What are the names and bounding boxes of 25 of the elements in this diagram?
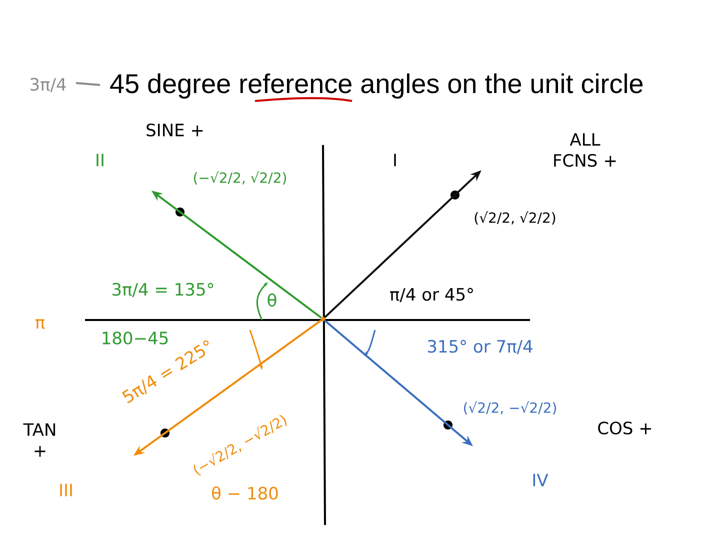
label: II — [96, 154, 104, 166]
point-dot — [443, 420, 453, 430]
origin-point — [320, 316, 326, 322]
coordinate-label: (√2/2, −√2/2) — [464, 401, 556, 415]
point-dot — [160, 428, 170, 438]
label: π/4 or 45° — [390, 288, 473, 302]
title: 45 degree reference angles on the unit circle — [110, 73, 643, 99]
label: 180−45 — [102, 332, 168, 344]
label: 3π/4 — [30, 78, 66, 92]
coordinate-label: (√2/2, √2/2) — [474, 211, 556, 225]
label: θ — [268, 293, 276, 307]
point-dot — [450, 190, 460, 200]
coordinate-label: (−√2/2, √2/2) — [194, 171, 286, 185]
label: SINE + — [146, 124, 203, 136]
label: ALL FCNS + — [554, 133, 616, 167]
label: θ − 180 — [212, 486, 278, 500]
label: π — [36, 319, 45, 329]
label: TAN + — [23, 423, 56, 457]
label: I — [394, 154, 396, 166]
label: IV — [533, 474, 548, 486]
label: 3π/4 = 135° — [112, 282, 214, 298]
label: COS + — [598, 422, 652, 434]
label: III — [60, 484, 72, 496]
point-dot — [175, 207, 185, 217]
label: 315° or 7π/4 — [428, 340, 532, 354]
